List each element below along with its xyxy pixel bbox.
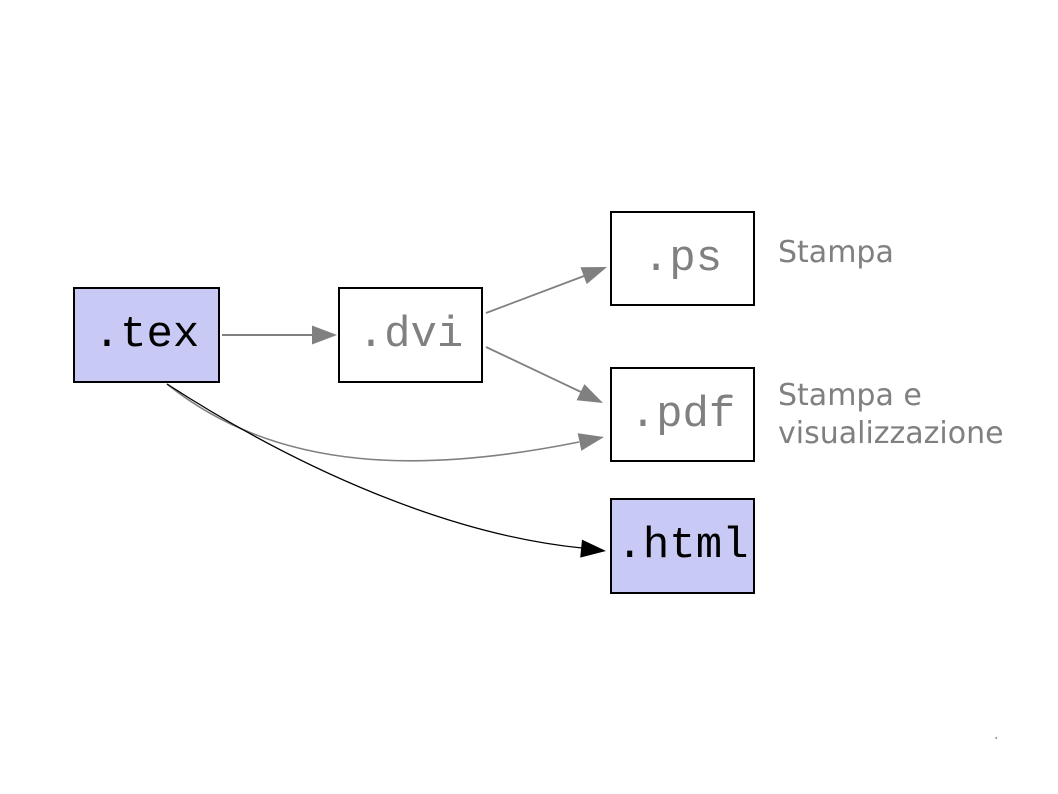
corner-mark: . — [994, 727, 999, 743]
arrow-dvi-to-pdf — [485, 346, 603, 403]
arrow-tex-to-html — [166, 383, 606, 558]
node-tex-label: .tex — [93, 310, 200, 360]
node-dvi: .dvi — [338, 287, 483, 383]
node-html-label: .html — [616, 521, 749, 571]
node-ps: .ps — [610, 211, 755, 306]
arrow-tex-to-dvi — [222, 325, 337, 345]
node-dvi-label: .dvi — [357, 310, 464, 360]
node-pdf-label: .pdf — [629, 389, 736, 440]
annotation-pdf: Stampa e visualizzazione — [778, 377, 1004, 453]
annotation-ps: Stampa — [778, 234, 894, 272]
node-html: .html — [610, 498, 755, 594]
node-pdf: .pdf — [610, 367, 755, 462]
annotation-pdf-line2: visualizzazione — [778, 416, 1004, 451]
annotation-ps-line1: Stampa — [778, 235, 894, 270]
annotation-pdf-line1: Stampa e — [778, 378, 922, 413]
arrow-dvi-to-ps — [485, 267, 607, 314]
node-ps-label: .ps — [642, 233, 723, 284]
arrow-tex-to-pdf — [166, 383, 604, 462]
node-tex: .tex — [73, 287, 220, 383]
